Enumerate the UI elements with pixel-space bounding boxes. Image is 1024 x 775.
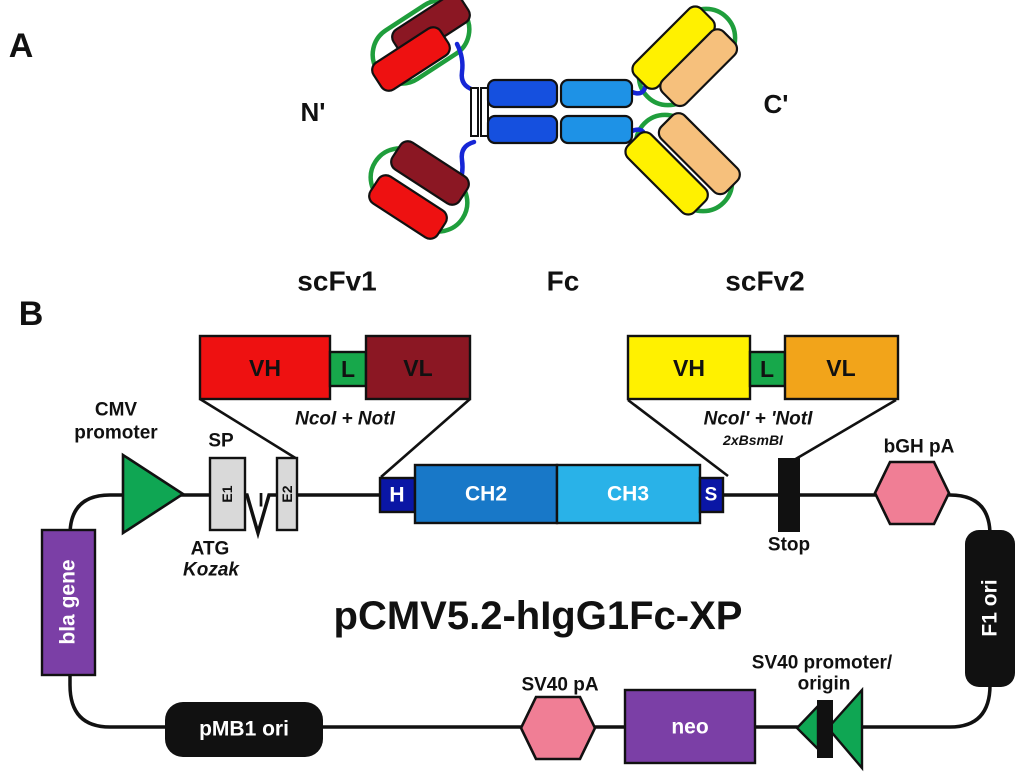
f1-ori-label: F1 ori — [979, 579, 1002, 636]
stop-bar — [778, 458, 800, 532]
vl2-domain-lower — [657, 112, 741, 196]
scfv1-vl-label: VL — [403, 355, 432, 381]
scfv2-vh-label: VH — [673, 355, 705, 381]
f1-ori-box — [965, 530, 1015, 687]
panel-a-domains — [368, 0, 741, 240]
fc-ch3-lower — [559, 114, 634, 145]
hinge-label: H — [389, 484, 404, 507]
atg-label: ATG — [191, 539, 230, 560]
plasmid-backbone — [68, 493, 992, 729]
c-terminus-label: C' — [764, 89, 789, 119]
vh2-domain-lower — [624, 131, 709, 216]
exon-e2-label: E2 — [279, 485, 295, 502]
fc-header: Fc — [547, 266, 580, 297]
hinge-bar-left — [470, 87, 479, 137]
vh1-domain-lower — [368, 174, 448, 240]
bgh-pa-hexagon — [873, 460, 951, 526]
s-box — [698, 476, 725, 514]
sv40-promoter-label-line1: SV40 promoter/ — [752, 653, 893, 674]
hinge-bar-right — [480, 87, 489, 137]
sv40-promoter-triangle-large — [826, 686, 864, 772]
sv40-promoter-label-line2: origin — [798, 674, 851, 695]
sv40-pa-hexagon — [519, 695, 597, 761]
scfv1-cloning-sites: NcoI + NotI — [295, 409, 395, 430]
bla-gene-box — [40, 528, 97, 677]
scfv1-funnel-left — [199, 397, 298, 461]
scfv2-cloning-sites-2: 2xBsmBI — [722, 432, 784, 448]
cmv-promoter-triangle — [121, 452, 186, 536]
scfv1-cassette — [198, 334, 472, 401]
pmb1-ori-box — [165, 702, 323, 757]
sv40-origin-bar — [817, 700, 833, 758]
scfv1-vh-label: VH — [249, 355, 281, 381]
exon-e1-label: E1 — [219, 485, 235, 502]
fc-ch2-upper — [486, 78, 559, 109]
panel-b-label: B — [19, 295, 44, 333]
s-box-label: S — [705, 485, 718, 506]
bgh-pa-label: bGH pA — [884, 437, 955, 458]
scfv1-linker-box — [328, 350, 368, 388]
exon-e2-box — [275, 456, 299, 532]
scfv1-linker-label: L — [341, 356, 355, 382]
stop-label: Stop — [768, 535, 810, 556]
vl2-domain-upper — [659, 28, 739, 108]
n-terminus-label: N' — [301, 97, 326, 127]
sv40-pa-label: SV40 pA — [521, 675, 598, 696]
panel-a-fc — [486, 78, 634, 145]
scfv2-linker-label: L — [760, 356, 774, 382]
sp-label: SP — [208, 431, 234, 452]
intron-label: I — [258, 491, 263, 512]
hinge-box — [378, 476, 417, 514]
sv40-promoter-triangle-small — [795, 703, 820, 752]
scfv2-vh-box — [626, 334, 752, 401]
hinge-bars — [470, 87, 489, 137]
cmv-promoter-label-line1: CMV — [95, 400, 138, 421]
scfv2-cloning-sites: NcoI' + 'NotI — [704, 409, 814, 430]
scfv1-header: scFv1 — [297, 266, 376, 297]
neo-label: neo — [671, 716, 708, 739]
scfv2-cassette — [626, 334, 900, 401]
scfv2-header: scFv2 — [725, 266, 804, 297]
ch2-box — [413, 463, 559, 525]
panel-a-label: A — [9, 27, 34, 65]
bla-gene-label: bla gene — [57, 559, 80, 644]
vh1-domain-upper — [371, 26, 451, 92]
exon-e1-box — [208, 456, 247, 532]
pmb1-ori-label: pMB1 ori — [199, 718, 289, 741]
fc-ch3-upper — [559, 78, 634, 109]
scfv1-vl-box — [364, 334, 472, 401]
scfv2-vl-label: VL — [826, 355, 855, 381]
kozak-label: Kozak — [183, 560, 240, 581]
scfv2-funnel-right — [793, 398, 897, 462]
scfv1-funnel-right — [380, 398, 471, 478]
ch3-box — [555, 463, 702, 525]
scfv1-vh-box — [198, 334, 332, 401]
ch2-label: CH2 — [465, 483, 507, 506]
vl1-domain-lower — [390, 140, 470, 206]
neo-box — [623, 688, 757, 765]
ch3-label: CH3 — [607, 483, 649, 506]
plasmid-name: pCMV5.2-hIgG1Fc-XP — [334, 594, 743, 638]
scfv2-vl-box — [783, 334, 900, 401]
scfv2-funnel-left — [627, 398, 729, 478]
fc-ch2-lower — [486, 114, 559, 145]
cmv-promoter-label-line2: promoter — [74, 423, 158, 444]
insertion-funnels — [199, 397, 897, 478]
wavy-upper-left — [454, 41, 477, 93]
